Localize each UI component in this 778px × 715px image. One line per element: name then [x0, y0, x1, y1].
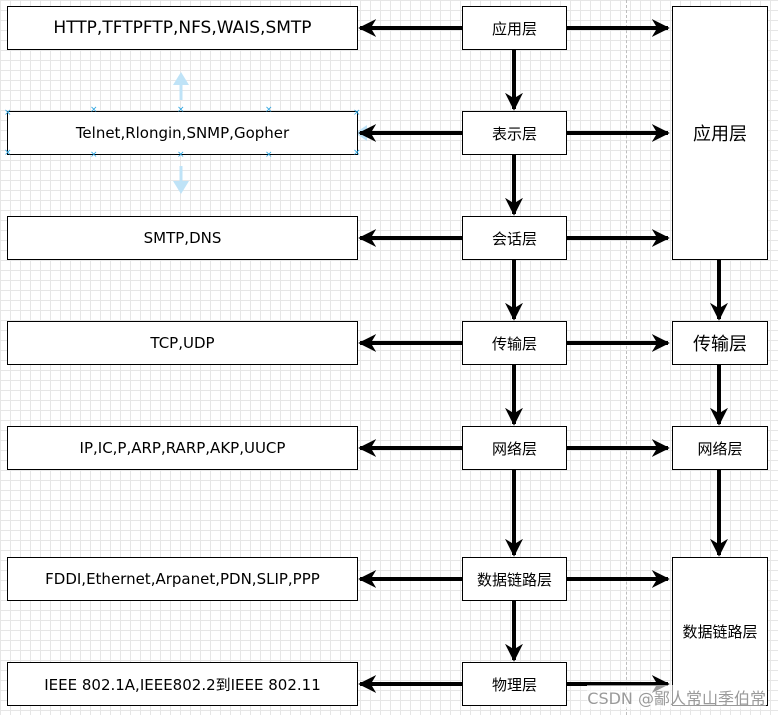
tcpip-layer-datalink[interactable]: 数据链路层	[672, 557, 768, 706]
osi-layer-transport[interactable]: 传输层	[462, 321, 567, 365]
tcpip-layer-network[interactable]: 网络层	[672, 426, 768, 470]
osi-layer-network[interactable]: 网络层	[462, 426, 567, 470]
osi-layer-physical[interactable]: 物理层	[462, 662, 567, 706]
layer-label: 会话层	[491, 229, 537, 248]
layer-label: 数据链路层	[682, 623, 758, 641]
layer-label: 网络层	[697, 439, 743, 458]
osi-layer-presentation[interactable]: 表示层	[462, 111, 567, 155]
protocol-box-physical[interactable]: IEEE 802.1A,IEEE802.2到IEEE 802.11	[7, 662, 358, 706]
protocol-text: TCP,UDP	[150, 334, 215, 352]
layer-label: 数据链路层	[476, 570, 552, 589]
layer-label: 应用层	[693, 124, 747, 145]
protocol-text: IEEE 802.1A,IEEE802.2到IEEE 802.11	[44, 675, 321, 694]
protocol-box-transport[interactable]: TCP,UDP	[7, 321, 358, 365]
layer-label: 网络层	[491, 439, 537, 458]
guide-line	[626, 0, 627, 715]
layer-label: 传输层	[693, 334, 747, 355]
protocol-text: SMTP,DNS	[143, 229, 222, 247]
osi-layer-application[interactable]: 应用层	[462, 6, 567, 50]
protocol-text: IP,IC,P,ARP,RARP,AKP,UUCP	[79, 439, 286, 457]
protocol-box-application[interactable]: HTTP,TFTPFTP,NFS,WAIS,SMTP	[7, 6, 358, 50]
tcpip-layer-transport[interactable]: 传输层	[672, 321, 768, 365]
protocol-box-presentation[interactable]: Telnet,Rlongin,SNMP,Gopher	[7, 111, 358, 155]
tcpip-layer-application[interactable]: 应用层	[672, 6, 768, 260]
layer-label: 传输层	[491, 334, 537, 353]
watermark: CSDN @鄙人常山季伯常	[587, 685, 766, 709]
protocol-text: Telnet,Rlongin,SNMP,Gopher	[75, 124, 290, 142]
protocol-box-session[interactable]: SMTP,DNS	[7, 216, 358, 260]
protocol-box-datalink[interactable]: FDDI,Ethernet,Arpanet,PDN,SLIP,PPP	[7, 557, 358, 601]
protocol-text: FDDI,Ethernet,Arpanet,PDN,SLIP,PPP	[45, 570, 320, 588]
osi-layer-session[interactable]: 会话层	[462, 216, 567, 260]
osi-layer-datalink[interactable]: 数据链路层	[462, 557, 567, 601]
protocol-text: HTTP,TFTPFTP,NFS,WAIS,SMTP	[53, 18, 312, 38]
layer-label: 表示层	[491, 124, 537, 143]
layer-label: 应用层	[491, 19, 537, 38]
protocol-box-network[interactable]: IP,IC,P,ARP,RARP,AKP,UUCP	[7, 426, 358, 470]
layer-label: 物理层	[491, 675, 537, 694]
